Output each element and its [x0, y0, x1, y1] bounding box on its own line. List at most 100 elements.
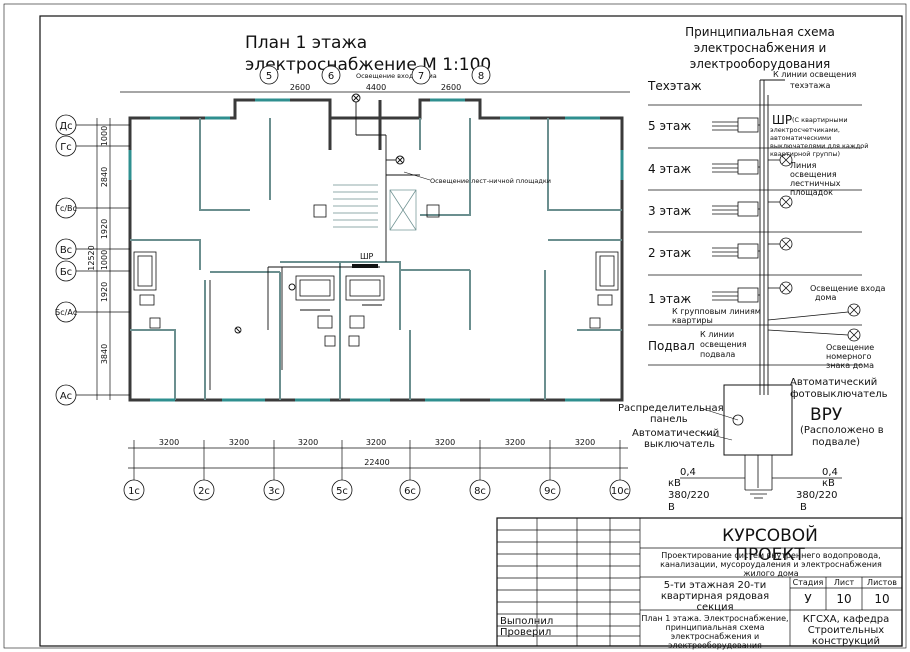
tb-org-2: Строительных	[808, 625, 884, 636]
bottom-dim-4: 3200	[366, 438, 386, 447]
number-light-1: Освещение	[826, 343, 874, 352]
axis-bottom-8: 10с	[611, 486, 629, 497]
tb-val-stage: У	[804, 592, 812, 606]
bottom-dim-5: 3200	[435, 438, 455, 447]
vru-desc-2: подвале)	[812, 437, 860, 448]
tb-col-sheets: Листов	[867, 578, 897, 587]
kv-left-2: кВ	[668, 478, 681, 489]
tb-heading-2: ПРОЕКТ	[735, 545, 805, 565]
axis-top-8	[471, 65, 491, 85]
vru-feeders	[680, 455, 842, 499]
tb-sheet-4: электрооборудования	[668, 641, 762, 650]
stair-core-wall	[328, 100, 382, 150]
breaker-2: выключатель	[644, 439, 715, 450]
axis-bottom-7: 9с	[544, 486, 556, 497]
scheme-title-3: электрооборудования	[690, 57, 831, 71]
shr-desc-3: автоматическими	[770, 134, 831, 142]
group-lines-1: К групповым линиям	[672, 307, 761, 316]
plan-title-line2: электроснабжение М 1:100	[245, 55, 491, 75]
top-dim-2: 4400	[366, 83, 386, 92]
vru-desc-1: (Расположено в	[800, 425, 884, 436]
left-axis-circles	[55, 114, 77, 406]
interior-walls	[130, 118, 622, 400]
axis-left-3: Гс/Вс	[55, 204, 77, 213]
left-dim-6: 3840	[100, 344, 109, 364]
axis-left-6: Бс/Ас	[55, 308, 77, 317]
tb-org-1: КГСХА, кафедра	[803, 614, 890, 625]
tb-sheet-1: План 1 этажа. Электроснабжение,	[641, 614, 788, 623]
windows	[128, 98, 624, 402]
axis-top-8-label: 8	[478, 71, 484, 82]
left-dim-total: 12520	[87, 245, 96, 270]
axis-left-4: Вс	[60, 245, 72, 256]
tb-col-stage: Стадия	[793, 578, 824, 587]
kv-right-3: 380/220	[796, 490, 838, 501]
scheme-floor-panels	[712, 117, 760, 303]
tb-sheet-2: принципиальная схема	[665, 623, 764, 632]
kv-left-4: В	[668, 502, 675, 513]
plan-left-axes: Дс Гс Гс/Вс Вс Бс Бс/Ас Ас 1000 2840 192…	[55, 114, 130, 406]
dist-panel-1: Распределительная	[618, 403, 724, 414]
tb-project-3: жилого дома	[743, 569, 799, 578]
photo-switch-2: фотовыключатель	[790, 389, 888, 400]
plan-bottom-axes: 3200 3200 3200 3200 3200 3200 3200 22400…	[123, 438, 631, 501]
floor-1: 1 этаж	[648, 292, 691, 306]
floor-3: 3 этаж	[648, 204, 691, 218]
axis-bottom-2: 2с	[198, 486, 210, 497]
number-light-3: знака дома	[826, 361, 874, 370]
inner-frame	[39, 15, 903, 647]
top-dim-1: 2600	[290, 83, 310, 92]
tb-col-sheet: Лист	[834, 578, 855, 587]
stair-light-leader	[403, 171, 431, 181]
plan-top-axes: 5 6 7 8 2600 4400 2600	[120, 65, 630, 93]
bottom-dim-1: 3200	[159, 438, 179, 447]
entrance-label-2: дома	[815, 293, 836, 302]
axis-top-7-label: 7	[418, 71, 424, 82]
floor-tech: Техэтаж	[647, 79, 702, 93]
outer-frame	[3, 3, 907, 649]
basement-line-2: освещения	[700, 340, 747, 349]
scheme-light-fixtures	[767, 153, 861, 342]
entrance-light-label-plan: Освещение входа дома	[356, 72, 437, 80]
top-dim-3: 2600	[441, 83, 461, 92]
kv-right-2: кВ	[822, 478, 835, 489]
plan-outer-wall	[128, 98, 624, 402]
shr-label-scheme: ШР	[772, 113, 792, 127]
scheme-title-2: электроснабжения и	[694, 41, 827, 55]
tb-building-3: секция	[696, 602, 733, 613]
stair-line-2: освещения	[790, 170, 837, 179]
tb-role-2: Проверил	[500, 627, 551, 638]
axis-left-2: Гс	[60, 142, 72, 153]
bottom-dim-total: 22400	[364, 458, 389, 467]
vru-label: ВРУ	[810, 405, 843, 425]
bottom-axis-circles	[123, 479, 631, 501]
bottom-dim-7: 3200	[575, 438, 595, 447]
vru-box	[723, 384, 793, 456]
left-dim-5: 1920	[100, 282, 109, 302]
axis-left-5: Бс	[60, 267, 72, 278]
shr-desc-4: выключателями для каждой	[770, 142, 868, 150]
scheme-riser	[759, 79, 785, 395]
floor-4: 4 этаж	[648, 162, 691, 176]
axis-top-6	[321, 65, 341, 85]
left-dim-4: 1000	[100, 250, 109, 270]
kv-left-1: 0,4	[680, 467, 696, 478]
tb-org-3: конструкций	[812, 636, 880, 647]
dist-panel-symbol	[732, 414, 744, 426]
scheme-floor-lines	[648, 104, 862, 366]
tech-line-label-2: техэтажа	[790, 81, 830, 90]
left-dim-3: 1920	[100, 219, 109, 239]
photo-switch-1: Автоматический	[790, 377, 877, 388]
floor-5: 5 этаж	[648, 119, 691, 133]
axis-top-5-label: 5	[266, 71, 272, 82]
axis-top-6-label: 6	[328, 71, 334, 82]
stair-light-label-plan: Освещение лест-ничной площадки	[430, 177, 551, 185]
shr-desc-5: квартирной группы)	[770, 150, 840, 158]
axis-left-1: Дс	[59, 121, 72, 132]
dist-panel-2: панель	[650, 414, 688, 425]
floor-2: 2 этаж	[648, 246, 691, 260]
axis-top-5	[259, 65, 279, 85]
stair-line-4: площадок	[790, 188, 833, 197]
bottom-dim-3: 3200	[298, 438, 318, 447]
